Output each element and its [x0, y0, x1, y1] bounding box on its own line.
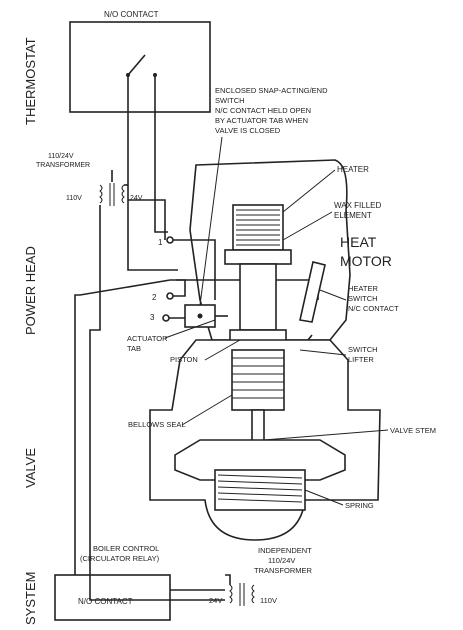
actuator-label-line2: TAB	[127, 344, 141, 353]
transformer-secondary-coil	[121, 184, 125, 204]
thermostat-wire-left	[127, 75, 178, 271]
switch-label-line2: SWITCH	[215, 96, 245, 105]
heater-switch-label-line1: HEATER	[348, 284, 378, 293]
terminal-3-label: 3	[150, 313, 155, 322]
bellows-leader	[181, 394, 233, 426]
terminal-1	[166, 236, 174, 244]
transformer-110v-label: 110V	[66, 195, 82, 202]
thermostat-contact-label: N/O CONTACT	[104, 10, 159, 19]
spring-leader	[304, 489, 344, 506]
boiler-contact-label: N/O CONTACT	[78, 597, 133, 606]
transformer-primary-coil	[99, 184, 103, 204]
switch-label-line1: ENCLOSED SNAP-ACTING/END	[215, 86, 328, 95]
wax-label-line2: ELEMENT	[334, 211, 372, 220]
indep-transformer-lead	[225, 574, 231, 585]
heater-coil-lines	[236, 209, 280, 246]
section-label-power-head: POWER HEAD	[23, 246, 38, 335]
switch-label-line5: VALVE IS CLOSED	[215, 126, 281, 135]
heat-motor-label-line2: MOTOR	[340, 253, 392, 269]
switch-lifter-leader	[299, 349, 347, 356]
section-label-valve: VALVE	[23, 448, 38, 488]
spring-label: SPRING	[345, 501, 374, 510]
bellows-label: BELLOWS SEAL	[128, 420, 186, 429]
thermostat-switch-blade	[127, 54, 146, 76]
terminal-1-label: 1	[158, 238, 163, 247]
section-label-thermostat: THERMOSTAT	[23, 37, 38, 125]
valve-stem-label: VALVE STEM	[390, 426, 436, 435]
wire-transformer-24v	[128, 199, 166, 240]
piston-shaft	[239, 263, 277, 331]
switch-label-line4: BY ACTUATOR TAB WHEN	[215, 116, 308, 125]
section-label-system: SYSTEM	[23, 572, 38, 625]
switch-leader	[199, 136, 223, 306]
thermostat-wire-right	[154, 75, 168, 233]
wax-element-cap	[224, 249, 292, 265]
thermostat-box	[69, 21, 211, 113]
wax-label-line1: WAX FILLED	[334, 201, 381, 210]
piston-label: PISTON	[170, 355, 198, 364]
boiler-control-box	[54, 574, 171, 621]
indep-24v-label: 24V	[209, 596, 222, 605]
transformer-label-line2: TRANSFORMER	[36, 162, 90, 169]
transformer-label-line1: 110/24V	[48, 153, 74, 160]
indep-transformer-primary	[251, 584, 255, 604]
terminal-2	[166, 292, 174, 300]
heater-leader	[282, 169, 336, 213]
heat-motor-label-line1: HEAT	[340, 234, 377, 250]
bellows-seal	[231, 349, 285, 411]
switch-contact	[197, 313, 203, 319]
terminal-2-label: 2	[152, 293, 157, 302]
piston-leader	[204, 339, 241, 361]
indep-110v-label: 110V	[260, 596, 277, 605]
transformer-24v-label: 24V	[130, 195, 143, 202]
heater-switch-label-line3: N/C CONTACT	[348, 304, 399, 313]
valve-stem-leader	[263, 429, 389, 441]
wire-transformer-110v	[89, 205, 225, 601]
indep-transformer-label-line2: 110/24V	[268, 556, 295, 565]
terminal-3	[162, 314, 170, 322]
heater-switch-leader	[319, 289, 347, 301]
indep-transformer-secondary	[229, 584, 233, 604]
wire-terminal-2-to-system	[74, 279, 186, 575]
indep-transformer-label-line3: TRANSFORMER	[254, 566, 313, 575]
heater-switch	[299, 261, 326, 323]
heater-label: HEATER	[337, 165, 369, 174]
heater-switch-label-line2: SWITCH	[348, 294, 378, 303]
switch-lifter-label-line2: LIFTER	[348, 355, 374, 364]
wax-leader	[282, 211, 333, 241]
boiler-label-line1: BOILER CONTROL	[93, 544, 159, 553]
switch-lifter-label-line1: SWITCH	[348, 345, 378, 354]
bellows-folds	[232, 357, 284, 399]
heater-element	[232, 204, 284, 251]
actuator-leader	[164, 319, 216, 339]
spring-coils	[217, 474, 303, 503]
actuator-label-line1: ACTUATOR	[127, 334, 168, 343]
indep-transformer-label-line1: INDEPENDENT	[258, 546, 312, 555]
boiler-label-line2: (CIRCULATOR RELAY)	[80, 554, 160, 563]
switch-label-line3: N/C CONTACT HELD OPEN	[215, 106, 311, 115]
